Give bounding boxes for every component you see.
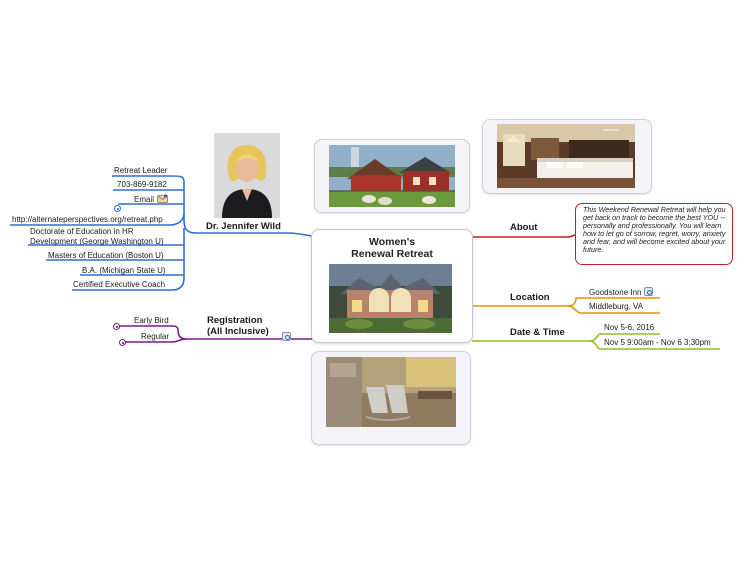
speaker-item-doctorate[interactable]: Doctorate of Education in HR Development… [30, 227, 164, 246]
bedroom-photo-frame[interactable] [482, 119, 652, 194]
porch-rocking-chairs-photo [326, 357, 456, 427]
barn-with-sheep-photo [329, 145, 455, 207]
speaker-branch-lines [10, 175, 313, 291]
speaker-item-email-label: Email [134, 195, 155, 204]
about-note[interactable]: This Weekend Renewal Retreat will help y… [575, 203, 733, 265]
expand-icon[interactable] [113, 323, 120, 330]
about-branch-label[interactable]: About [510, 222, 538, 233]
location-branch-lines [472, 297, 660, 314]
speaker-item-masters[interactable]: Masters of Education (Boston U) [48, 251, 164, 260]
guest-bedroom-photo [497, 124, 635, 188]
registration-branch-lines [118, 325, 312, 343]
expand-icon[interactable] [119, 339, 126, 346]
central-topic[interactable]: Women's Renewal Retreat [311, 229, 473, 343]
speaker-item-website[interactable]: http://alternateperspectives.org/retreat… [12, 215, 163, 224]
registration-item-regular[interactable]: Regular [141, 332, 170, 341]
speaker-item-coach[interactable]: Certified Executive Coach [73, 280, 166, 289]
link-icon[interactable] [644, 287, 654, 296]
speaker-item-ba[interactable]: B.A. (Michigan State U) [82, 266, 166, 275]
speaker-item-phone[interactable]: 703-869-9182 [117, 180, 167, 189]
datetime-item-dates[interactable]: Nov 5-6, 2016 [604, 323, 655, 332]
central-topic-title: Women's Renewal Retreat [351, 236, 433, 260]
email-icon[interactable] [157, 194, 168, 203]
registration-item-early-bird[interactable]: Early Bird [134, 316, 169, 325]
datetime-item-times[interactable]: Nov 5 9:00am - Nov 6 3:30pm [604, 338, 711, 347]
porch-photo-frame[interactable] [311, 351, 471, 445]
datetime-branch-label[interactable]: Date & Time [510, 327, 565, 338]
speaker-branch-label[interactable]: Dr. Jennifer Wild [206, 221, 281, 232]
registration-branch-label[interactable]: Registration (All Inclusive) [207, 315, 269, 337]
speaker-item-email[interactable]: Email [134, 194, 168, 205]
location-item-city[interactable]: Middleburg, VA [589, 302, 644, 311]
location-item-venue[interactable]: Goodstone Inn [589, 287, 654, 298]
location-item-venue-label: Goodstone Inn [589, 288, 642, 297]
registration-branch-label-text: Registration (All Inclusive) [207, 315, 269, 337]
inn-exterior-photo [329, 264, 452, 333]
link-icon[interactable] [282, 332, 291, 341]
barn-photo-frame[interactable] [314, 139, 470, 213]
speaker-portrait-photo [214, 133, 280, 218]
expand-icon[interactable] [114, 205, 121, 212]
speaker-item-retreat-leader[interactable]: Retreat Leader [114, 166, 168, 175]
datetime-branch-lines [472, 333, 720, 350]
about-branch-lines [472, 234, 576, 238]
location-branch-label[interactable]: Location [510, 292, 550, 303]
